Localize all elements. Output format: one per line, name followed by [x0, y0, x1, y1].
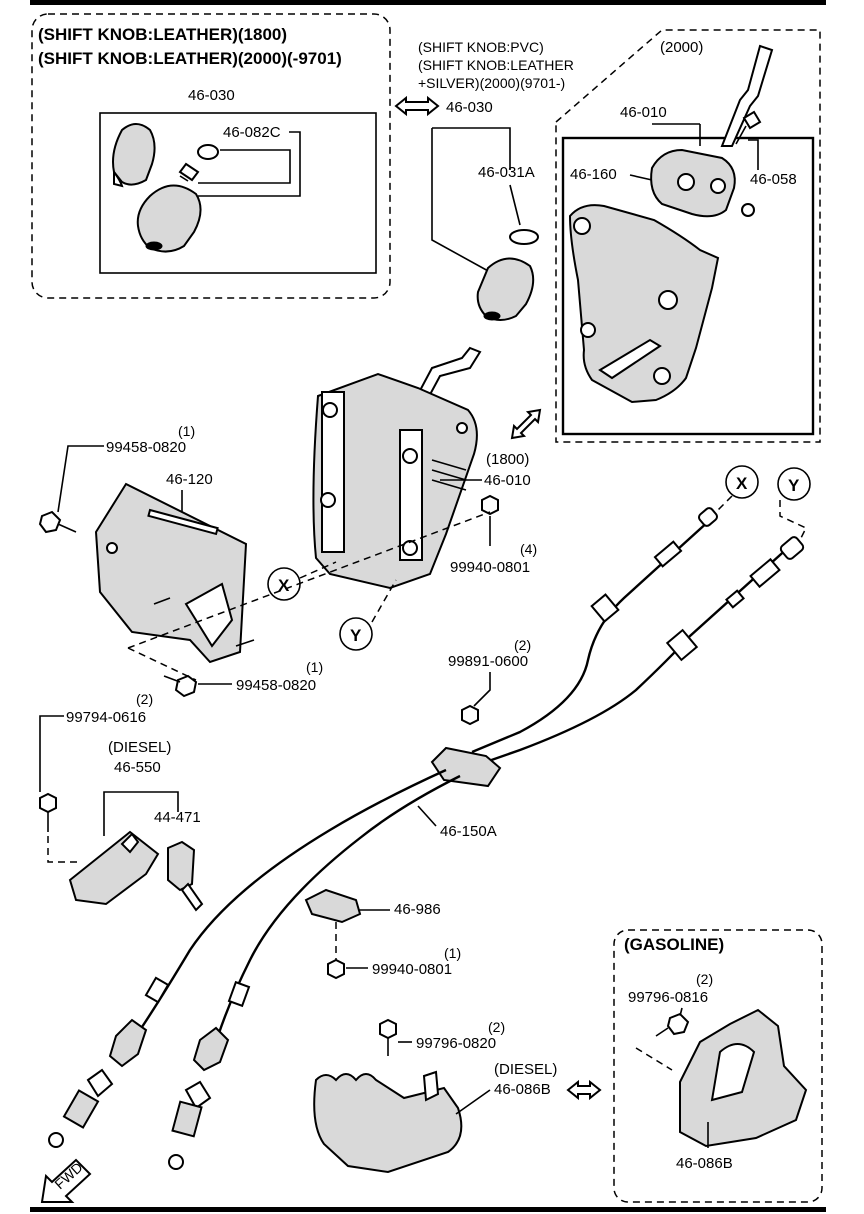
label-knob-leather-1800: (SHIFT KNOB:LEATHER)(1800): [38, 25, 287, 44]
shift-knob-leather-small: [112, 123, 156, 186]
label-99794-0616: 99794-0616: [66, 709, 146, 726]
label-46-086b-a: 46-086B: [494, 1081, 551, 1098]
cable-end-x: [698, 507, 718, 527]
label-1800: (1800): [486, 451, 529, 468]
label-44-471: 44-471: [154, 809, 201, 826]
label-46-082c: 46-082C: [223, 124, 281, 141]
cable-end-fitting-right: [192, 1026, 230, 1072]
marker-x-left: X: [278, 576, 290, 595]
label-46-031a: 46-031A: [478, 164, 535, 181]
shift-lever-stick-2000: [720, 44, 774, 147]
bolt-46-058: [742, 110, 762, 130]
lever-bracket-2000: [568, 204, 720, 404]
label-gasoline: (GASOLINE): [624, 935, 724, 954]
label-q1-a: (1): [178, 423, 195, 439]
label-46-010-b: 46-010: [484, 472, 531, 489]
gasoline-box: (GASOLINE) (2) 99796-0816 46-086B: [613, 929, 823, 1203]
lever-2000-box: (2000) 46-010 46-160 46-058: [555, 29, 821, 443]
label-46-058: 46-058: [750, 171, 797, 188]
leather-knob-box: (SHIFT KNOB:LEATHER)(1800) (SHIFT KNOB:L…: [31, 13, 391, 299]
bolt-99796-b: [379, 1018, 397, 1040]
bottom-rule: [30, 1207, 826, 1212]
marker-y-left: Y: [350, 626, 362, 645]
top-rule: [30, 0, 826, 5]
label-q2-b: (2): [136, 691, 153, 707]
nut-99891: [461, 704, 479, 726]
label-q2-d: (2): [488, 1019, 505, 1035]
label-46-086b-b: 46-086B: [676, 1155, 733, 1172]
label-knob-leather-2000: (SHIFT KNOB:LEATHER)(2000)(-9701): [38, 49, 342, 68]
pvc-knob-group: (SHIFT KNOB:PVC) (SHIFT KNOB:LEATHER +SI…: [394, 39, 574, 321]
double-arrow-right-icon: [510, 408, 542, 440]
label-2000: (2000): [660, 39, 703, 56]
bolt-99794: [39, 792, 57, 814]
label-knob-pvc-2: (SHIFT KNOB:LEATHER: [418, 57, 574, 73]
nut-99891-group: (2) 99891-0600: [448, 637, 531, 726]
label-46-010-a: 46-010: [620, 104, 667, 121]
lever-1800-group: (1800) 46-010: [312, 346, 531, 590]
marker-y-right: Y: [788, 476, 800, 495]
label-99940-0801-a: 99940-0801: [450, 559, 530, 576]
label-q2-c: (2): [696, 971, 713, 987]
label-46-160: 46-160: [570, 166, 617, 183]
cable-clip-44-471: [167, 840, 196, 892]
knob-insert-part: [509, 229, 539, 245]
bolt-99458-b: [174, 674, 198, 698]
label-99891-0600: 99891-0600: [448, 653, 528, 670]
fwd-arrow-icon: FWD: [40, 1158, 92, 1203]
label-99796-0820: 99796-0820: [416, 1035, 496, 1052]
lever-bracket-1800: [312, 372, 478, 590]
diesel-bracket-group: (2) 99794-0616 (DIESEL) 46-550 44-471: [39, 691, 204, 912]
bracket-46-550: [68, 830, 160, 906]
label-q2-a: (2): [514, 637, 531, 653]
label-46-150a: 46-150A: [440, 823, 497, 840]
label-46-550: 46-550: [114, 759, 161, 776]
washer-part: [197, 144, 219, 160]
cable-grommet: [430, 746, 502, 788]
nut-99940-b: [327, 958, 345, 980]
label-99458-0820-a: 99458-0820: [106, 439, 186, 456]
label-99458-0820-b: 99458-0820: [236, 677, 316, 694]
double-arrow-bottom-icon: [566, 1079, 602, 1101]
label-46-986: 46-986: [394, 901, 441, 918]
shift-knob-pvc: [476, 257, 535, 321]
label-46-120: 46-120: [166, 471, 213, 488]
heat-shield-diesel: [313, 1073, 463, 1174]
connector-markers: X Y X Y: [127, 465, 811, 681]
diesel-heat-shield-group: (2) 99796-0820 (DIESEL) 46-086B: [313, 1018, 602, 1174]
bolt-99458-a: [38, 510, 62, 534]
shift-knob-leather-large: [136, 184, 202, 253]
bracket-46-120: [94, 482, 248, 664]
bolt-99796-a: [666, 1012, 690, 1036]
shift-cable-group: 46-150A: [48, 507, 805, 1170]
cable-end-fitting-left: [108, 1018, 148, 1068]
clip-46-986: [304, 888, 362, 924]
label-99940-0801-b: 99940-0801: [372, 961, 452, 978]
label-q1-c: (1): [444, 945, 461, 961]
clip-46-986-group: 46-986 (1) 99940-0801: [304, 888, 461, 980]
screw-part: [178, 162, 200, 182]
label-knob-pvc-3: +SILVER)(2000)(9701-): [418, 75, 565, 91]
label-q1-b: (1): [306, 659, 323, 675]
label-46-030-a: 46-030: [188, 87, 235, 104]
label-diesel-a: (DIESEL): [108, 739, 171, 756]
label-diesel-b: (DIESEL): [494, 1061, 557, 1078]
label-q4: (4): [520, 541, 537, 557]
marker-x-right: X: [736, 474, 748, 493]
nut-99940-a-group: (4) 99940-0801: [450, 494, 537, 576]
bolt-99458-b-group: (1) 99458-0820: [163, 659, 323, 698]
label-knob-pvc-1: (SHIFT KNOB:PVC): [418, 39, 544, 55]
label-46-030-b: 46-030: [446, 99, 493, 116]
nut-99940-a: [481, 494, 499, 516]
bracket-46-120-group: (1) 99458-0820 46-120: [38, 423, 255, 664]
label-99796-0816: 99796-0816: [628, 989, 708, 1006]
double-arrow-icon: [394, 95, 440, 117]
cable-end-y: [779, 536, 805, 560]
